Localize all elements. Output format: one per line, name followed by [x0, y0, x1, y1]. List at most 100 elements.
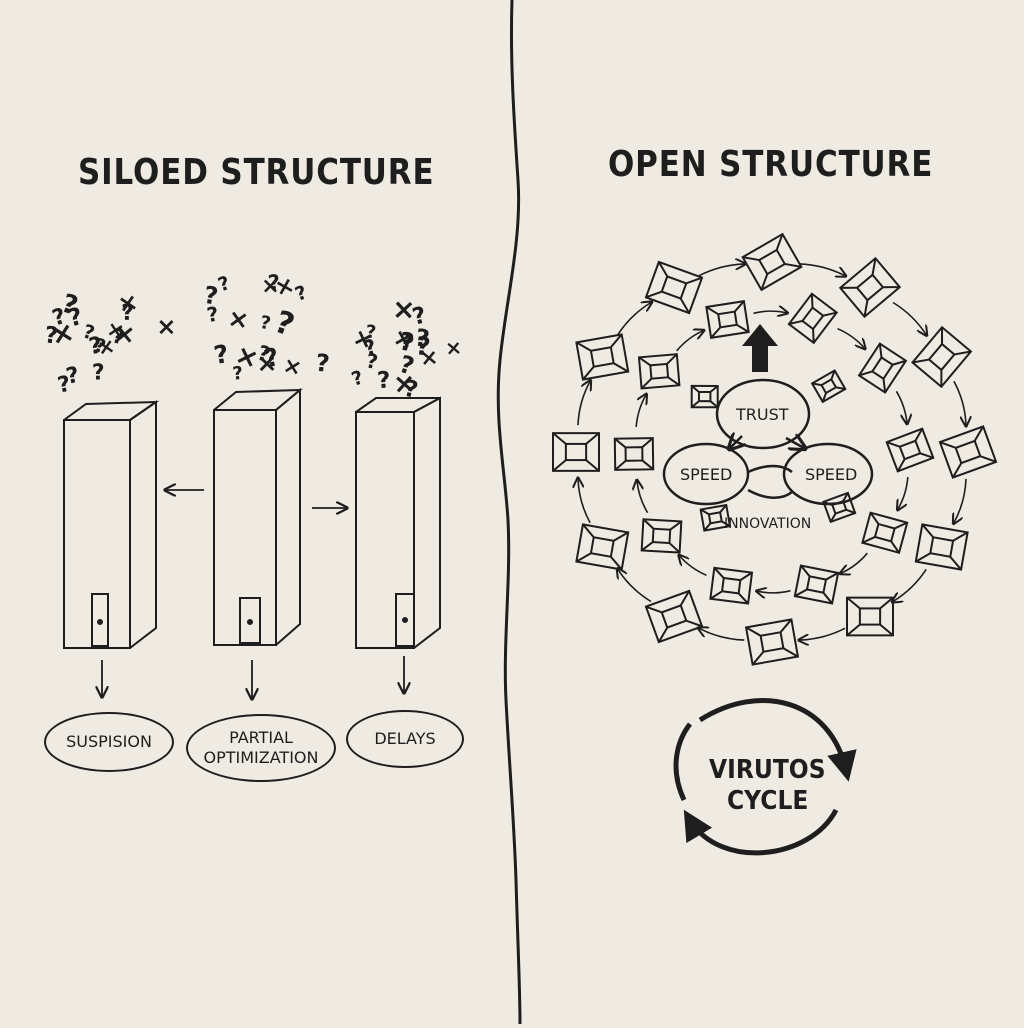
x-mark-icon: ×	[256, 348, 278, 377]
question-mark-icon: ?	[110, 324, 126, 350]
ring-arrow	[893, 568, 927, 601]
network-node	[911, 325, 973, 389]
x-mark-icon: ×	[392, 292, 417, 326]
question-mark-icon: ?	[364, 348, 379, 374]
open-structure-network	[552, 232, 998, 666]
ring-arrow	[757, 591, 791, 593]
ring-arrow	[841, 552, 868, 573]
x-mark-icon: ×	[419, 345, 440, 372]
siloed-structure-title: SILOED STRUCTURE	[78, 152, 435, 193]
ring-arrow	[953, 380, 966, 425]
silo-tower-right	[355, 396, 441, 649]
ring-arrow	[577, 381, 590, 426]
ring-arrow	[837, 327, 865, 348]
question-mark-icon: ?	[270, 304, 299, 344]
virtuous-cycle-line2: CYCLE	[727, 786, 809, 816]
ring-arrow	[618, 569, 652, 603]
network-node	[644, 260, 704, 315]
outcome-partial-line1: PARTIAL	[229, 728, 293, 747]
core-up-arrow	[742, 324, 778, 372]
ring-arrow	[895, 390, 907, 423]
question-mark-icon: ?	[349, 366, 366, 390]
ring-arrow	[617, 303, 651, 336]
network-node	[810, 369, 847, 404]
outcome-partial-line2: OPTIMIZATION	[203, 748, 319, 767]
network-node	[846, 596, 894, 637]
question-mark-icon: ?	[401, 376, 420, 404]
ring-arrow	[753, 311, 787, 313]
x-mark-icon: ×	[281, 353, 305, 382]
silo-tower-middle	[213, 387, 303, 646]
network-node	[709, 566, 754, 605]
question-mark-icon: ?	[261, 342, 282, 374]
outcome-suspision-label: SUSPISION	[66, 732, 152, 751]
ring-arrow	[898, 477, 909, 509]
ring-arrow	[578, 479, 591, 524]
ring-arrow	[698, 264, 744, 277]
silo-tower-left	[63, 400, 160, 649]
question-mark-icon: ?	[64, 363, 81, 390]
network-node	[787, 292, 839, 345]
x-mark-icon: ×	[156, 313, 176, 341]
virtuous-cycle-arrows	[673, 698, 857, 856]
question-mark-icon: ?	[267, 270, 282, 295]
x-mark-icon: ×	[226, 303, 251, 335]
network-node	[690, 384, 719, 409]
network-node	[938, 425, 998, 479]
question-mark-icon: ?	[121, 301, 134, 326]
x-mark-icon: ×	[105, 316, 127, 343]
x-mark-icon: ×	[261, 274, 280, 299]
question-mark-icon: ?	[205, 302, 220, 327]
core-speed-left-label: SPEED	[680, 465, 733, 484]
question-mark-icon: ?	[410, 302, 429, 330]
network-node	[861, 511, 909, 554]
question-mark-icon: ?	[314, 349, 331, 378]
question-mark-icon: ?	[365, 322, 377, 344]
question-mark-icon: ?	[397, 327, 416, 358]
center-divider	[496, 0, 522, 1025]
network-node	[637, 353, 681, 390]
network-node	[575, 333, 630, 381]
ring-arrow	[892, 301, 926, 335]
ring-arrow	[637, 481, 649, 514]
core-trust-label: TRUST	[736, 405, 789, 424]
core-speed-right-label: SPEED	[805, 465, 858, 484]
question-mark-icon: ?	[413, 323, 432, 353]
outcome-suspision: SUSPISION	[44, 712, 174, 772]
network-node	[552, 432, 600, 472]
question-mark-icon: ?	[92, 360, 106, 386]
x-mark-icon: ×	[392, 368, 416, 400]
network-node	[744, 618, 800, 666]
network-node	[705, 300, 750, 339]
ring-arrow	[680, 556, 707, 577]
ring-arrow	[699, 628, 745, 641]
x-mark-icon: ×	[95, 333, 117, 360]
question-mark-icon: ?	[56, 372, 73, 399]
core-innovation-label: INNOVATION	[724, 516, 812, 532]
outcome-partial-optimization: PARTIAL OPTIMIZATION	[186, 714, 336, 782]
question-mark-icon: ?	[414, 331, 432, 362]
open-structure-title: OPEN STRUCTURE	[608, 144, 934, 185]
outcome-delays: DELAYS	[346, 710, 464, 768]
network-node	[640, 518, 683, 554]
question-mark-icon: ?	[212, 339, 231, 370]
network-node	[838, 256, 902, 319]
question-mark-icon: ?	[65, 302, 86, 333]
ring-arrow	[954, 478, 967, 523]
network-node	[885, 427, 935, 473]
ring-arrow	[799, 263, 845, 276]
question-mark-icon: ?	[258, 312, 272, 335]
question-mark-icon: ?	[43, 322, 59, 349]
network-node	[644, 589, 704, 644]
network-node	[699, 503, 732, 532]
network-node	[613, 437, 655, 471]
network-node	[575, 523, 630, 571]
network-node	[822, 491, 857, 524]
question-mark-icon: ?	[232, 363, 244, 385]
network-node	[914, 523, 969, 571]
question-mark-icon: ?	[87, 333, 104, 361]
core-loops	[662, 378, 874, 506]
ring-arrow	[676, 331, 703, 352]
